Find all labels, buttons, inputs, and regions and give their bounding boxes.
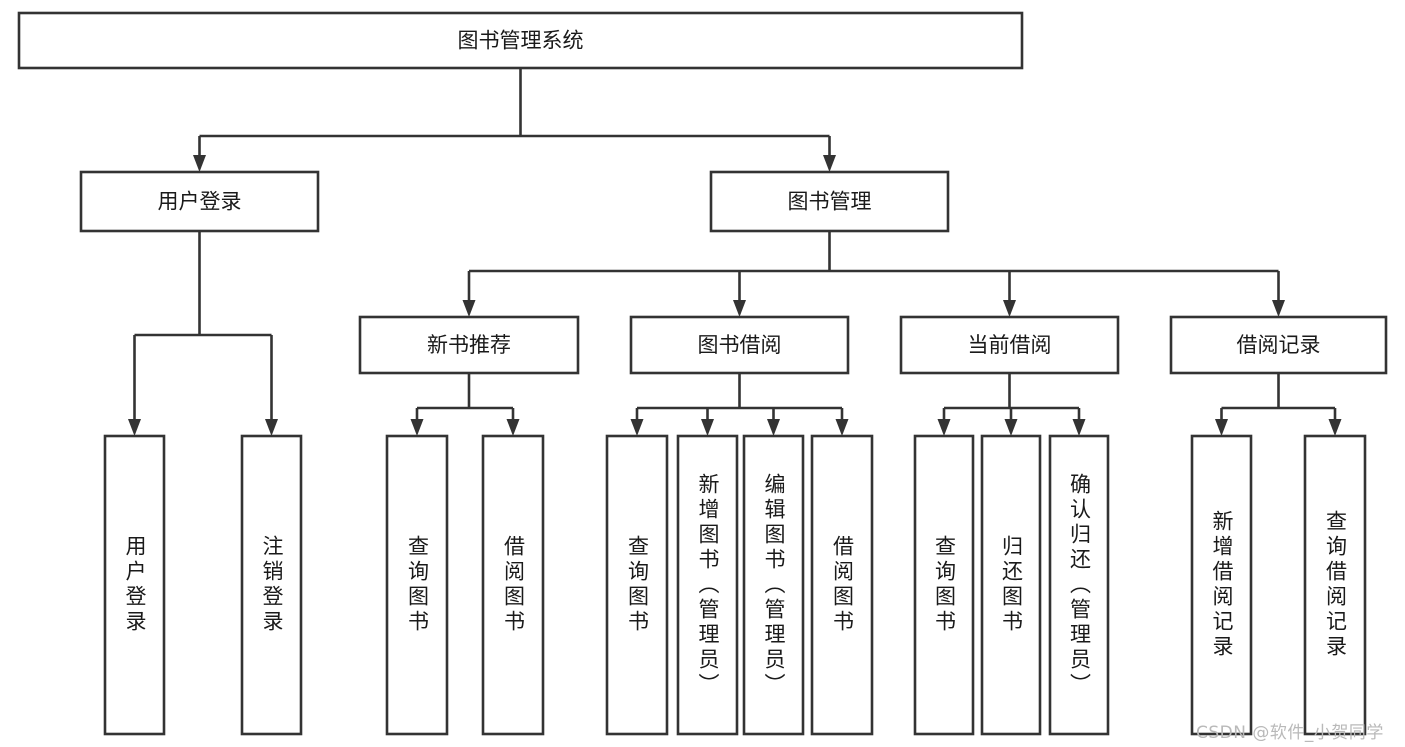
node-leaf-query-book-1[interactable] <box>385 434 449 736</box>
arrowhead-leaf_confirm_return <box>1072 419 1086 436</box>
node-leaf-query-book-3[interactable] <box>913 434 975 736</box>
arrowhead-leaf_add_book <box>701 419 714 436</box>
node-label-vertical-leaf-edit-book: 编辑图书（管理员） <box>762 472 786 698</box>
node-label-vertical-leaf-add-record: 新增借阅记录 <box>1210 510 1234 660</box>
arrowhead-leaf_add_record <box>1215 419 1228 436</box>
node-label-vertical-leaf-user-login: 用户登录 <box>123 535 147 635</box>
node-box <box>676 434 739 736</box>
node-leaf-query-book-2[interactable] <box>605 434 669 736</box>
node-label-vertical-leaf-return-book: 归还图书 <box>999 535 1024 635</box>
arrowhead-leaf_query_book_2 <box>630 419 644 436</box>
arrowhead-leaf_query_book_1 <box>410 419 424 436</box>
node-box <box>358 315 580 375</box>
node-box <box>913 434 975 736</box>
node-label: 用户登录 <box>158 190 242 214</box>
node-label-vertical-leaf-query-book-2: 查询图书 <box>625 535 650 635</box>
node-leaf-confirm-return[interactable] <box>1048 434 1110 736</box>
node-box <box>385 434 449 736</box>
node-book-borrow[interactable]: 图书借阅 <box>629 315 850 375</box>
node-label: 图书管理系统 <box>458 29 584 53</box>
node-label-vertical-leaf-add-book: 新增图书（管理员） <box>696 472 720 698</box>
node-label: 当前借阅 <box>968 333 1052 357</box>
arrowhead-leaf_edit_book <box>767 419 780 436</box>
node-leaf-user-login[interactable] <box>103 434 166 736</box>
node-box <box>481 434 545 736</box>
node-leaf-return-book[interactable] <box>980 434 1042 736</box>
node-leaf-edit-book[interactable] <box>742 434 805 736</box>
node-box <box>1169 315 1388 375</box>
node-label: 借阅记录 <box>1237 333 1321 357</box>
node-leaf-add-record[interactable] <box>1190 434 1253 736</box>
node-root[interactable]: 图书管理系统 <box>17 11 1024 70</box>
edge-layer <box>128 68 1342 436</box>
arrowhead-leaf_query_book_3 <box>937 419 951 436</box>
node-label-vertical-leaf-query-book-3: 查询图书 <box>932 535 957 635</box>
arrowhead-book_borrow <box>733 300 746 317</box>
node-box <box>709 170 950 233</box>
node-label-vertical-leaf-borrow-book-2: 借阅图书 <box>830 535 855 635</box>
arrowhead-leaf_logout <box>265 419 278 436</box>
arrowhead-current_borrow <box>1003 300 1016 317</box>
node-box <box>629 315 850 375</box>
node-leaf-add-book[interactable] <box>676 434 739 736</box>
node-label-vertical-leaf-logout: 注销登录 <box>260 535 284 635</box>
arrowhead-leaf_user_login <box>128 419 141 436</box>
arrowhead-borrow_record <box>1272 300 1285 317</box>
node-box <box>980 434 1042 736</box>
arrowhead-leaf_query_record <box>1328 419 1342 436</box>
node-label-vertical-leaf-query-book-1: 查询图书 <box>405 535 430 635</box>
node-box <box>810 434 874 736</box>
arrowhead-leaf_borrow_book_2 <box>835 419 849 436</box>
node-box <box>1303 434 1367 736</box>
node-box <box>240 434 303 736</box>
node-box <box>103 434 166 736</box>
node-box <box>1048 434 1110 736</box>
node-label: 新书推荐 <box>427 333 511 357</box>
node-current-borrow[interactable]: 当前借阅 <box>899 315 1120 375</box>
node-label: 图书管理 <box>788 190 872 214</box>
node-user-login[interactable]: 用户登录 <box>79 170 320 233</box>
node-leaf-borrow-book-1[interactable] <box>481 434 545 736</box>
node-box <box>1190 434 1253 736</box>
node-box <box>79 170 320 233</box>
node-book-manage[interactable]: 图书管理 <box>709 170 950 233</box>
node-leaf-logout[interactable] <box>240 434 303 736</box>
node-leaf-query-record[interactable] <box>1303 434 1367 736</box>
node-box <box>899 315 1120 375</box>
node-borrow-record[interactable]: 借阅记录 <box>1169 315 1388 375</box>
node-leaf-borrow-book-2[interactable] <box>810 434 874 736</box>
node-label-vertical-leaf-borrow-book-1: 借阅图书 <box>501 535 526 635</box>
node-box <box>742 434 805 736</box>
arrowhead-book_manage <box>823 155 836 172</box>
arrowhead-user_login <box>193 155 206 172</box>
node-box <box>605 434 669 736</box>
arrowhead-leaf_borrow_book_1 <box>506 419 520 436</box>
node-label-vertical-leaf-query-record: 查询借阅记录 <box>1323 510 1348 660</box>
node-box <box>17 11 1024 70</box>
arrowhead-leaf_return_book <box>1004 419 1018 436</box>
node-label-vertical-leaf-confirm-return: 确认归还（管理员） <box>1067 472 1092 698</box>
node-new-book-rec[interactable]: 新书推荐 <box>358 315 580 375</box>
csdn-watermark: CSDN @软件_小贺同学 <box>1196 723 1384 743</box>
arrowhead-new_book_rec <box>462 300 476 317</box>
node-label: 图书借阅 <box>698 333 782 357</box>
